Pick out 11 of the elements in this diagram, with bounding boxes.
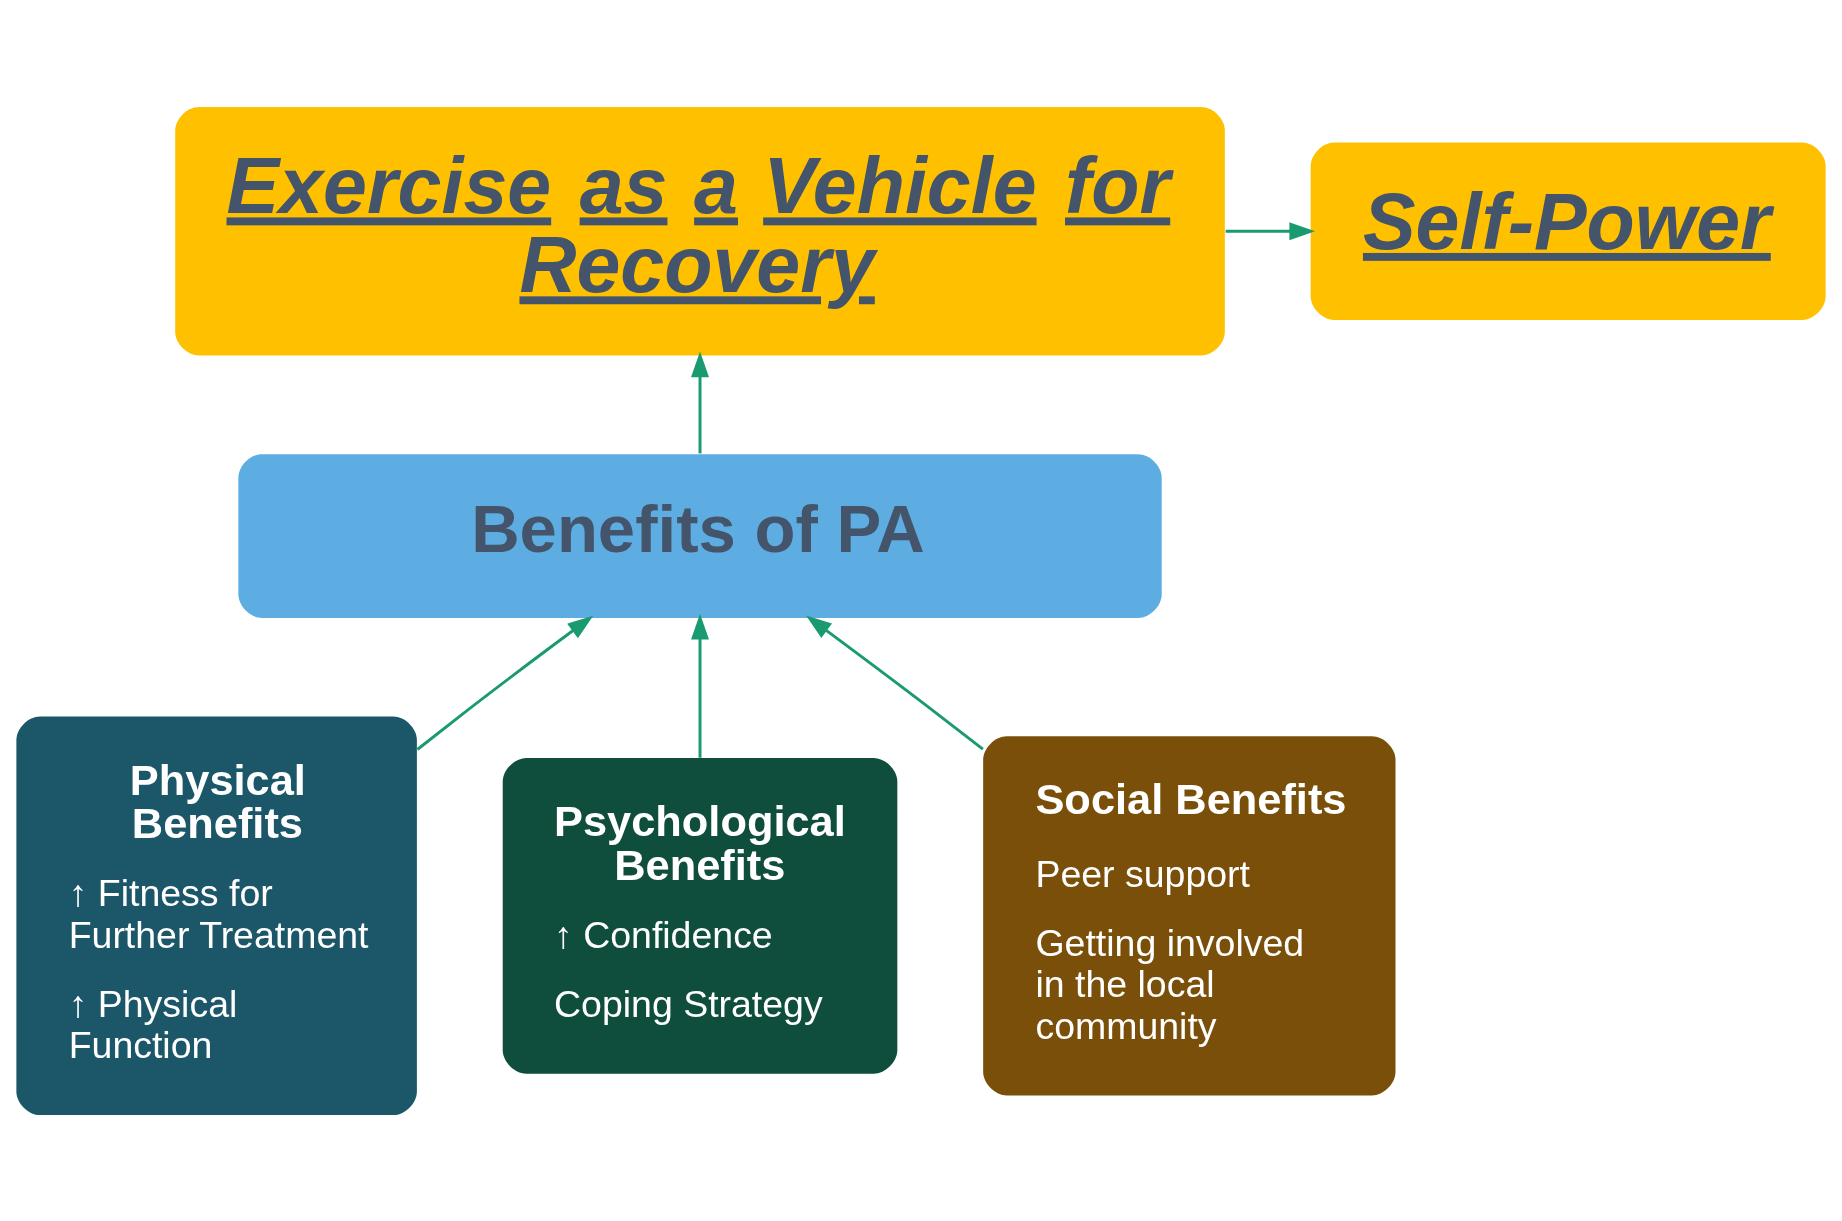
node-box: Physical Benefits ↑ Fitness for Further Treatment ↑ Physical Function: [16, 716, 417, 1115]
arrow: [1225, 221, 1316, 240]
node-box: Psychological Benefits ↑ Confidence Coping Strategy: [502, 757, 898, 1074]
arrow: [806, 614, 984, 750]
arrow: [691, 350, 709, 453]
node-box: Benefits of PA: [238, 453, 1162, 618]
node-box: Social Benefits Peer support Getting involved in the local community: [983, 735, 1396, 1095]
node-box: Self-Power: [1310, 141, 1826, 320]
arrow: [691, 613, 709, 758]
node-box: Exercise as a Vehicle for Recovery: [175, 106, 1225, 355]
arrow: [416, 615, 594, 751]
